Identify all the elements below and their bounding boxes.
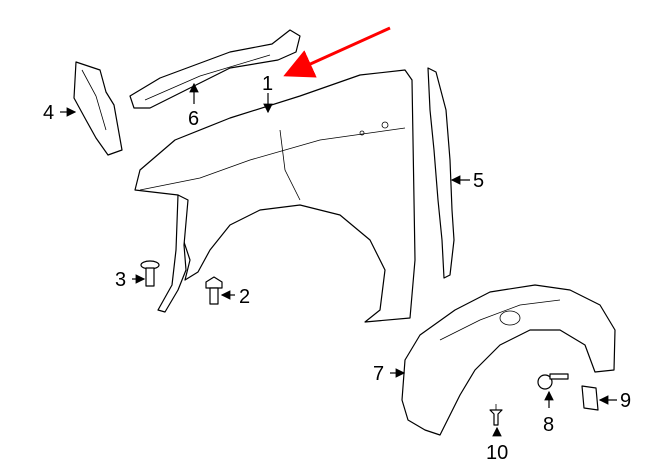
part-9-clip [581, 385, 599, 411]
callout-10: 10 [486, 442, 508, 464]
part-10-pushpin [489, 404, 503, 426]
part-4-fender-bracket [73, 61, 123, 156]
callout-8: 8 [543, 414, 554, 436]
highlight-arrow [283, 26, 391, 78]
part-8-nut [537, 373, 569, 390]
callout-4: 4 [43, 102, 54, 124]
callout-5: 5 [473, 170, 484, 192]
part-7-liner [401, 284, 616, 436]
part-2-bolt [205, 276, 223, 305]
part-6-insulator [129, 29, 301, 109]
callout-2: 2 [239, 286, 250, 308]
part-1-fender [134, 69, 416, 323]
callout-7: 7 [373, 363, 384, 385]
callout-6: 6 [188, 108, 199, 130]
callout-9: 9 [620, 390, 631, 412]
callout-1: 1 [262, 73, 273, 95]
part-3-bolt [140, 260, 160, 287]
part-5-seal [427, 67, 455, 279]
callout-3: 3 [115, 269, 126, 291]
